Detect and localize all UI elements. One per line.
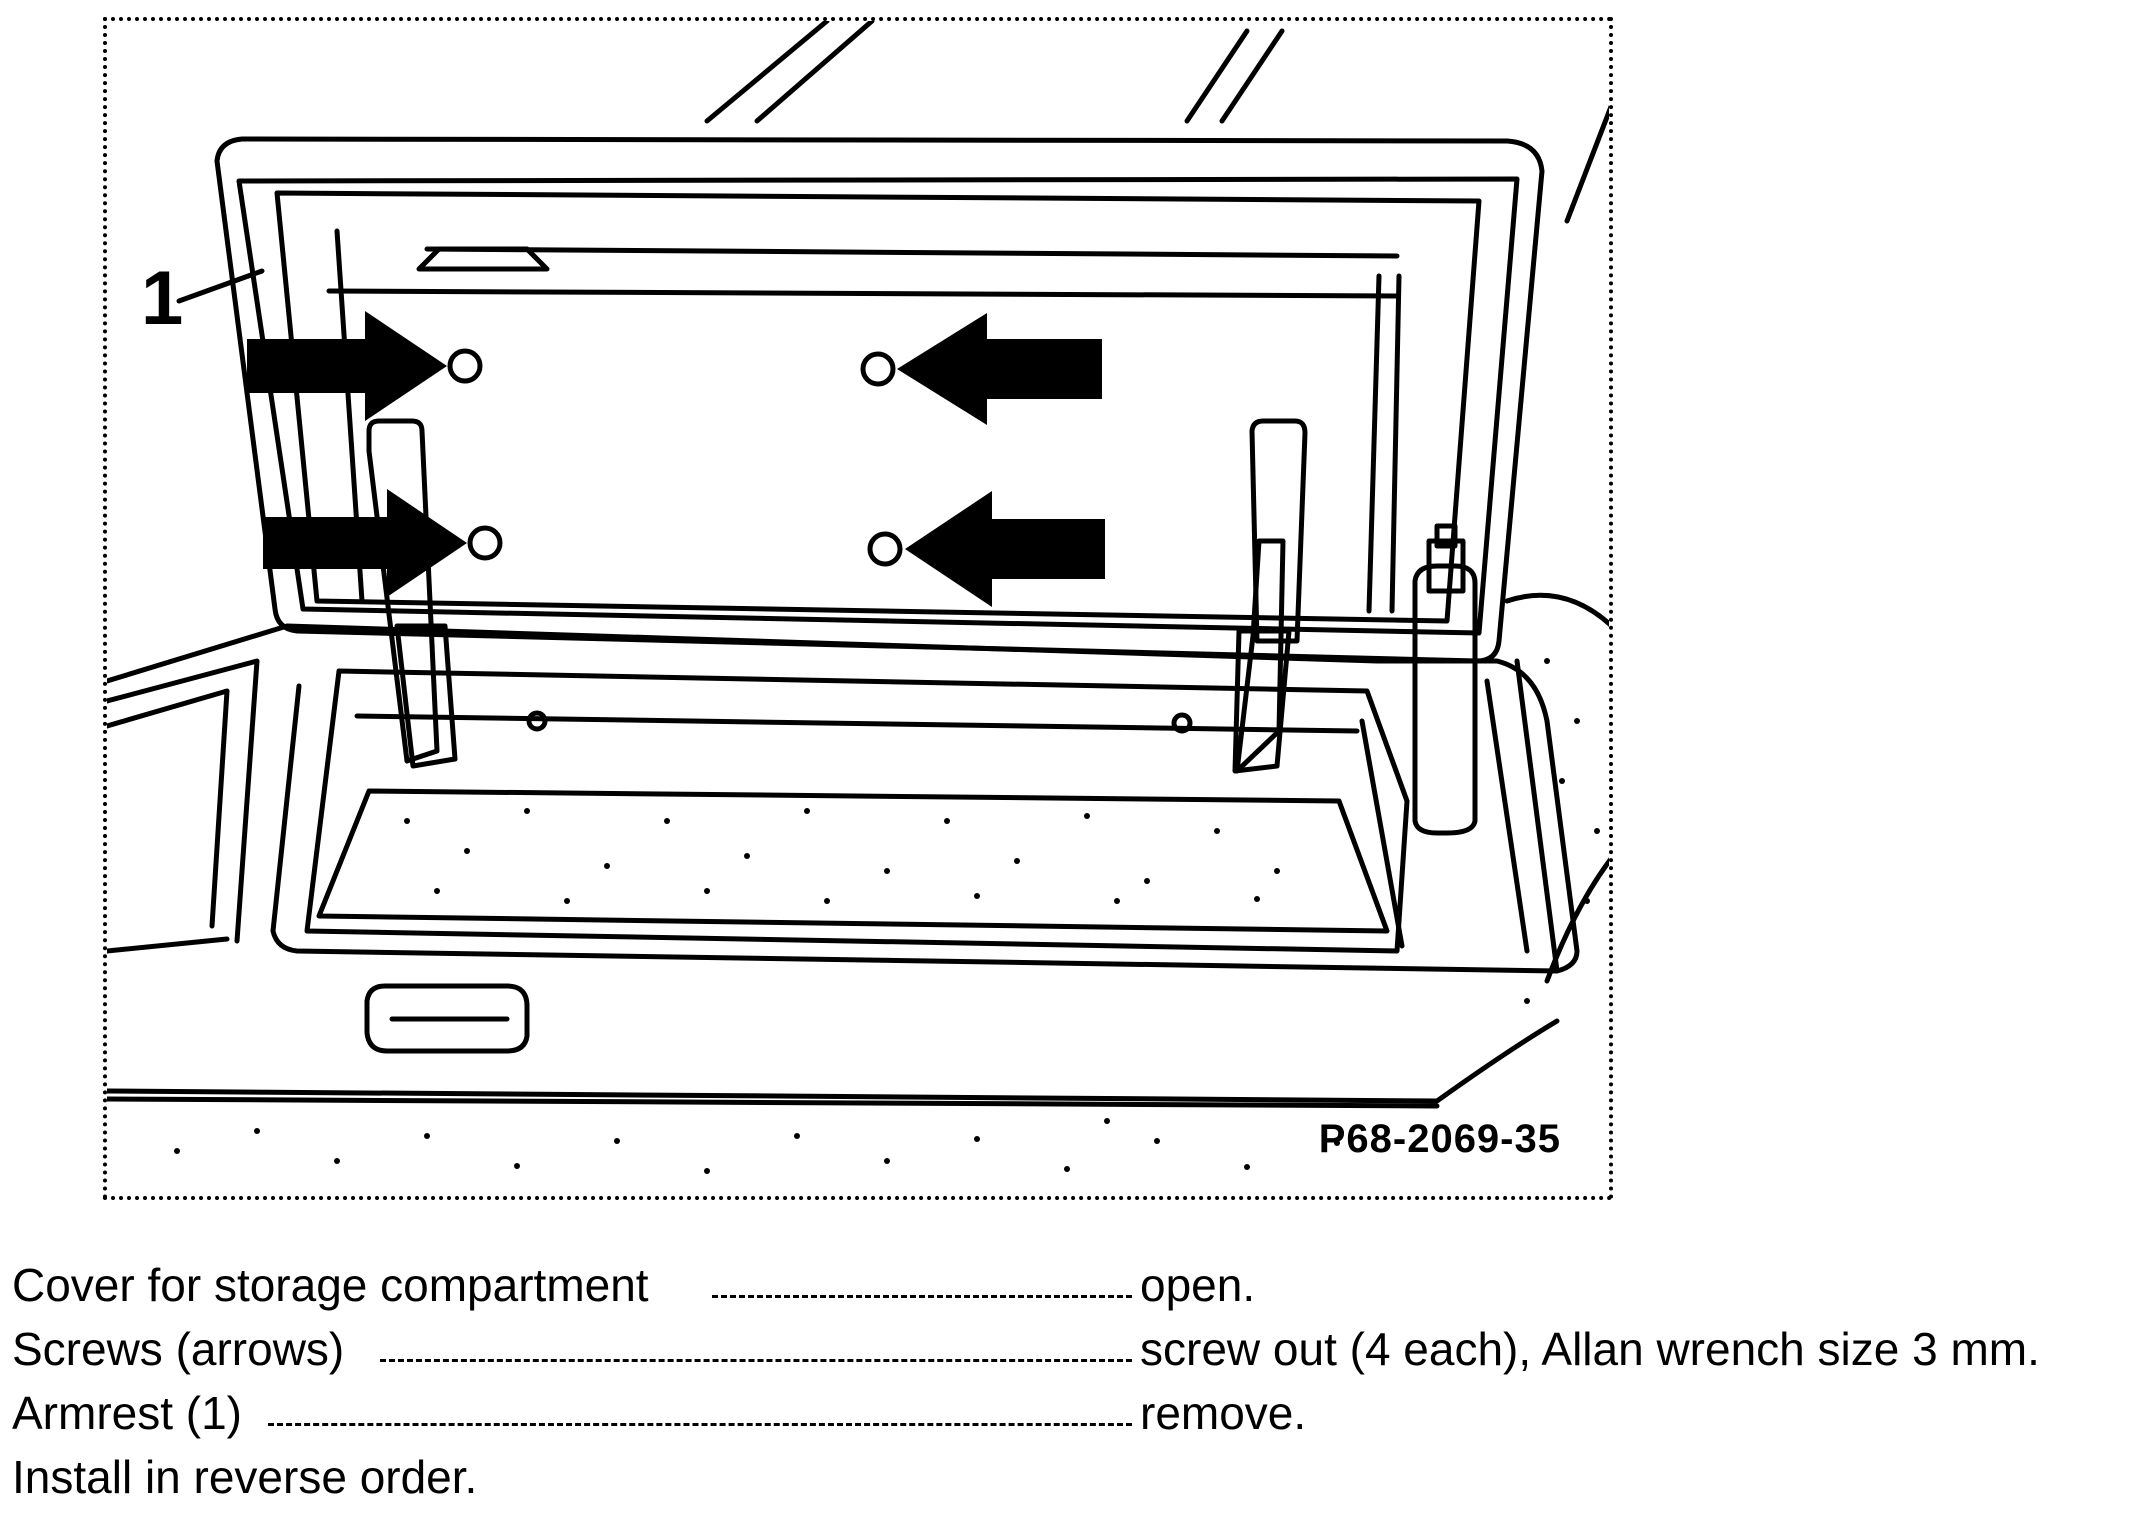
dotted-leader (712, 1295, 1132, 1298)
step-action: remove. (1140, 1387, 1307, 1439)
step-action: screw out (4 each), Allan wrench size 3 … (1140, 1323, 2040, 1375)
instruction-step: Screws (arrows) screw out (4 each), Alla… (12, 1317, 2127, 1381)
part-number-label: 1 (141, 256, 184, 341)
step-action: open. (1140, 1259, 1256, 1311)
step-part: Cover for storage compartment (12, 1253, 651, 1317)
armrest-illustration (107, 21, 1609, 1174)
final-instruction: Install in reverse order. (12, 1451, 478, 1503)
step-part: Armrest (1) (12, 1381, 244, 1445)
instruction-step: Armrest (1) remove. (12, 1381, 2127, 1445)
dotted-leader (380, 1359, 1132, 1362)
illustration-frame: 1 P68-2069-35 (103, 17, 1613, 1200)
instruction-list: Cover for storage compartment open. Scre… (12, 1253, 2127, 1509)
step-part: Screws (arrows) (12, 1317, 347, 1381)
dotted-leader (268, 1423, 1132, 1426)
figure-reference-code: P68-2069-35 (1318, 1117, 1561, 1161)
instruction-step: Cover for storage compartment open. (12, 1253, 2127, 1317)
